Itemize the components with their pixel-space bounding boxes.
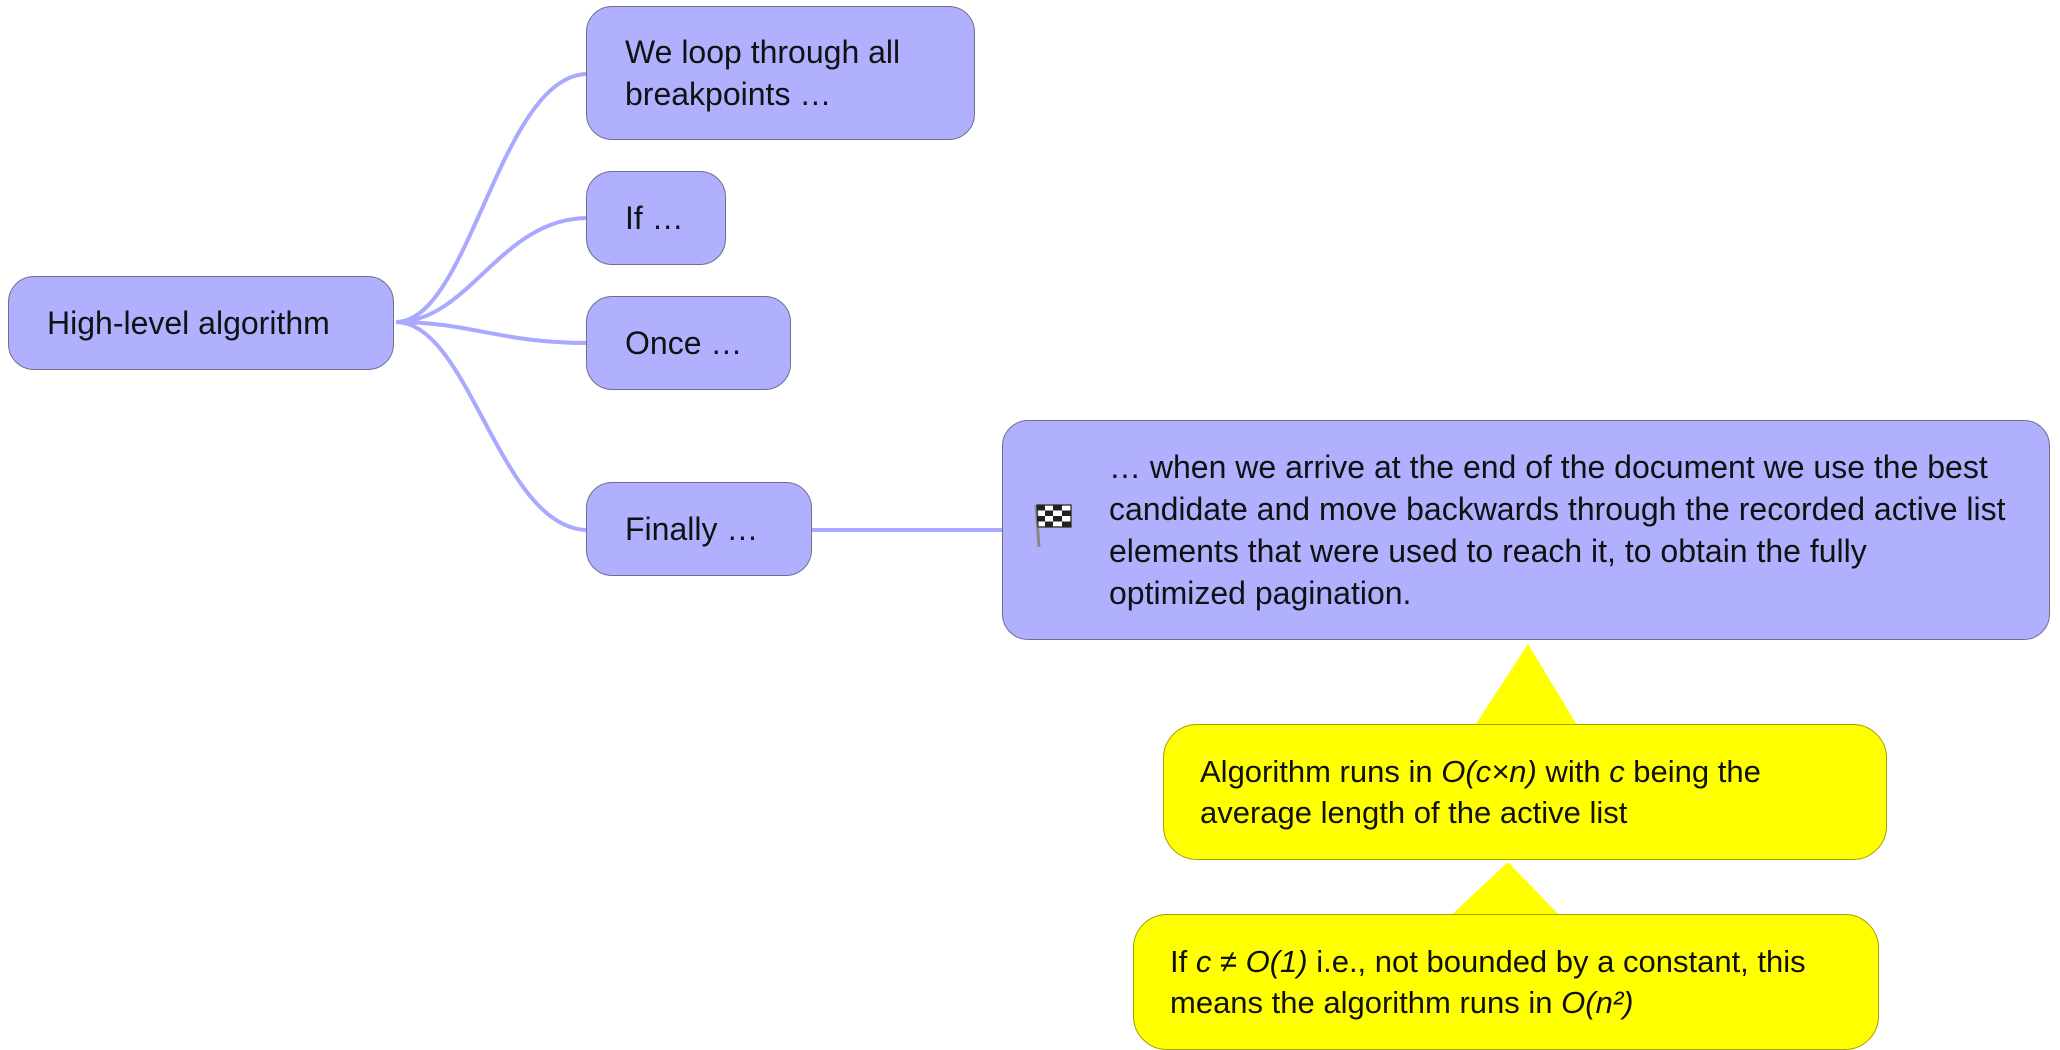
quadratic-note-text: If c ≠ O(1) i.e., not bounded by a const…	[1170, 941, 1842, 1023]
connector-if	[395, 216, 589, 324]
note-text-part: If	[1170, 944, 1196, 979]
branch-label: If …	[625, 200, 684, 236]
note-text-part: with	[1536, 754, 1610, 789]
branch-once-node[interactable]: Once …	[586, 296, 791, 390]
callout-pointer-1	[1472, 644, 1580, 730]
connector-loop	[395, 72, 589, 324]
note-text-part: i.e., not bounded by a constant, this me…	[1170, 944, 1806, 1020]
finally-detail-node[interactable]: … when we arrive at the end of the docum…	[1002, 420, 2050, 640]
note-text-part: being the average length of the active l…	[1200, 754, 1761, 830]
branch-label: Once …	[625, 325, 743, 361]
complexity-note-text: Algorithm runs in O(c×n) with c being th…	[1200, 751, 1850, 833]
connector-once	[395, 320, 589, 345]
complexity-note: Algorithm runs in O(c×n) with c being th…	[1163, 724, 1887, 860]
note-math: c	[1609, 754, 1625, 789]
branch-label: Finally …	[625, 511, 759, 547]
checkered-flag-icon	[1034, 504, 1072, 548]
connector-finally	[395, 320, 589, 532]
note-math: c ≠ O(1)	[1195, 944, 1308, 979]
branch-if-node[interactable]: If …	[586, 171, 726, 265]
root-label: High-level algorithm	[47, 305, 330, 341]
callout-pointer-2	[1448, 862, 1562, 918]
note-math: O(n²)	[1561, 985, 1634, 1020]
note-math: O(c×n)	[1441, 754, 1537, 789]
quadratic-note: If c ≠ O(1) i.e., not bounded by a const…	[1133, 914, 1879, 1050]
finally-detail-text: … when we arrive at the end of the docum…	[1109, 449, 2006, 611]
note-text-part: Algorithm runs in	[1200, 754, 1442, 789]
branch-loop-node[interactable]: We loop through all breakpoints …	[586, 6, 975, 140]
root-node[interactable]: High-level algorithm	[8, 276, 394, 370]
branch-label: We loop through all breakpoints …	[625, 34, 901, 112]
branch-finally-node[interactable]: Finally …	[586, 482, 812, 576]
